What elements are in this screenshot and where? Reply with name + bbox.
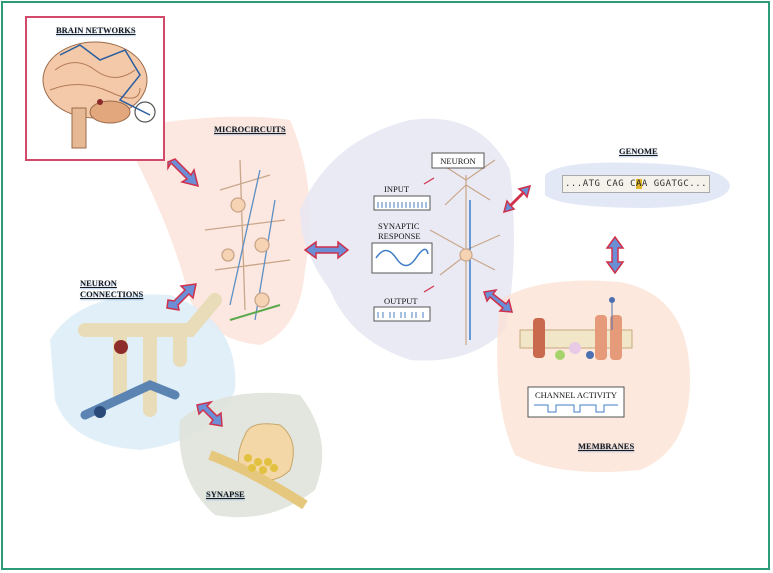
arrow-genome-membranes (605, 235, 625, 275)
synaptic-response-label-line2: RESPONSE (378, 231, 421, 241)
microcircuits-region (120, 116, 310, 346)
synapse-label: SYNAPSE (206, 489, 245, 499)
synaptic-response-box (371, 242, 433, 274)
genome-seq-highlight: A (636, 179, 642, 189)
microcircuits-label: MICROCIRCUITS (214, 124, 286, 134)
genome-seq-after: A GGATGC... (641, 179, 708, 189)
output-spikes (377, 312, 424, 318)
input-spikes (377, 202, 427, 208)
neuron-label-box (431, 152, 485, 169)
synaptic-response-label-line1: SYNAPTIC (378, 221, 420, 231)
input-pointer (423, 177, 435, 185)
microcircuit-illustration (204, 159, 291, 321)
double-arrows (166, 158, 625, 427)
arrow-microcircuits-connections (166, 283, 197, 311)
synapse-pointer (423, 285, 435, 293)
neuron-connections-label-line1: NEURON (80, 278, 117, 288)
channel-activity-label: CHANNEL ACTIVITY (534, 390, 618, 400)
neuron-box-label: NEURON (440, 156, 476, 166)
output-label: OUTPUT (384, 296, 418, 306)
brain-illustration (42, 41, 156, 149)
channel-activity-trace (534, 404, 618, 413)
arrow-brain-microcircuits (167, 158, 200, 188)
synaptic-response-wave (375, 248, 429, 267)
neuron-connections-label-line2: CONNECTIONS (80, 289, 144, 299)
synapse-illustration (208, 423, 308, 510)
brain-networks-label: BRAIN NETWORKS (56, 25, 136, 35)
genome-label: GENOME (619, 146, 658, 156)
arrow-neuron-genome (502, 184, 532, 214)
neuron-illustration (429, 159, 501, 345)
arrow-connections-synapse (196, 400, 223, 427)
membranes-region (497, 280, 690, 473)
arrow-neuron-membranes (483, 288, 513, 313)
arrow-microcircuits-neuron (303, 240, 350, 260)
output-signal-box (373, 306, 431, 322)
neuron-region (300, 118, 514, 361)
genome-seq-before: ...ATG CAG C (564, 179, 636, 189)
neuron-connections-illustration (78, 293, 222, 420)
membrane-illustration (519, 297, 633, 360)
input-label: INPUT (384, 184, 410, 194)
membranes-label: MEMBRANES (578, 441, 635, 451)
